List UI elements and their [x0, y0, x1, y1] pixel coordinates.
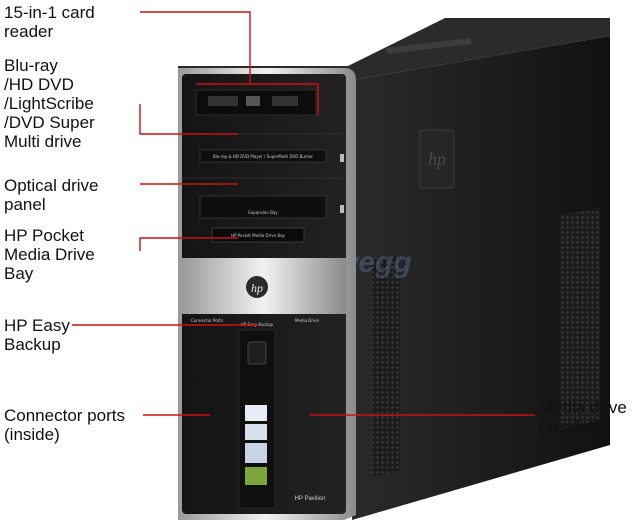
callout-bluray: [139, 104, 238, 135]
label-line: Backup: [4, 335, 61, 354]
label-line: Media Drive: [4, 245, 95, 264]
card-slot-b: [246, 96, 260, 106]
case-side-panel: [352, 36, 610, 520]
expansion-eject-button: [340, 205, 344, 213]
label-line: Optical drive: [4, 176, 99, 195]
label-line: reader: [4, 22, 54, 41]
card-slot-c: [272, 96, 298, 106]
callout-lines: [72, 11, 535, 416]
hp-side-logo: hp: [428, 149, 446, 169]
card-slot-a: [208, 96, 238, 106]
label-line: (inside): [4, 425, 60, 444]
connector-ports-label: Connector Ports: [191, 318, 223, 323]
label-line: /DVD Super: [4, 113, 95, 132]
label-line: HP Pocket: [4, 226, 85, 245]
intel-sticker: [245, 405, 267, 421]
label-line: 15-in-1 card: [4, 3, 95, 22]
label-line: Multi drive: [4, 132, 82, 151]
case-top-ridge: [385, 38, 472, 54]
expansion-bay: [199, 195, 327, 219]
callout-card-reader-text: 15-in-1 card reader: [4, 3, 95, 41]
expansion-bay-label: Expansion Bay: [248, 210, 278, 215]
callout-easy-backup-text: HP Easy Backup: [4, 316, 70, 354]
windows-sticker: [245, 443, 267, 463]
callout-connector-ports-text: Connector ports (inside): [4, 406, 125, 444]
dvd-eject-button: [340, 154, 344, 162]
power-button: [247, 341, 267, 365]
pocket-bay-label: HP Pocket Media Drive Bay: [231, 233, 285, 238]
callout-optical-panel-text: Optical drive panel: [4, 176, 98, 214]
label-line: Connector ports: [4, 406, 125, 425]
label-line: (inside): [539, 417, 595, 436]
model-name: HP Pavilion: [295, 496, 326, 502]
callout-card-reader: [140, 11, 251, 84]
callout-pocket-bay: [139, 237, 238, 251]
label-line: Bay: [4, 264, 34, 283]
label-line: /HD DVD: [4, 75, 74, 94]
callout-bluray-text: Blu-ray /HD DVD /LightScribe /DVD Super …: [4, 56, 95, 151]
dvd-drive-label: Blu-ray & HD DVD Player / SuperMulti DVD…: [213, 154, 313, 159]
side-vent-right: [560, 208, 600, 430]
label-line: Media drive: [539, 398, 627, 417]
callout-card-reader-box: [196, 83, 319, 116]
side-vent-left: [372, 255, 400, 477]
nvidia-sticker: [245, 467, 267, 485]
label-line: Blu-ray: [4, 56, 58, 75]
hp-side-logo-plate: [419, 129, 455, 189]
hp-logo-badge: [246, 276, 268, 298]
label-line: panel: [4, 195, 46, 214]
callout-pocket-bay-text: HP Pocket Media Drive Bay: [4, 226, 95, 283]
label-line: /LightScribe: [4, 94, 94, 113]
dvd-drive-tray: [199, 149, 327, 163]
media-drive-label: Media Drive: [295, 318, 319, 323]
label-line: HP Easy: [4, 316, 70, 335]
viiv-sticker: [245, 424, 267, 440]
callout-media-drive-text: Media drive (inside): [539, 398, 627, 436]
hp-front-logo: hp: [251, 281, 263, 295]
